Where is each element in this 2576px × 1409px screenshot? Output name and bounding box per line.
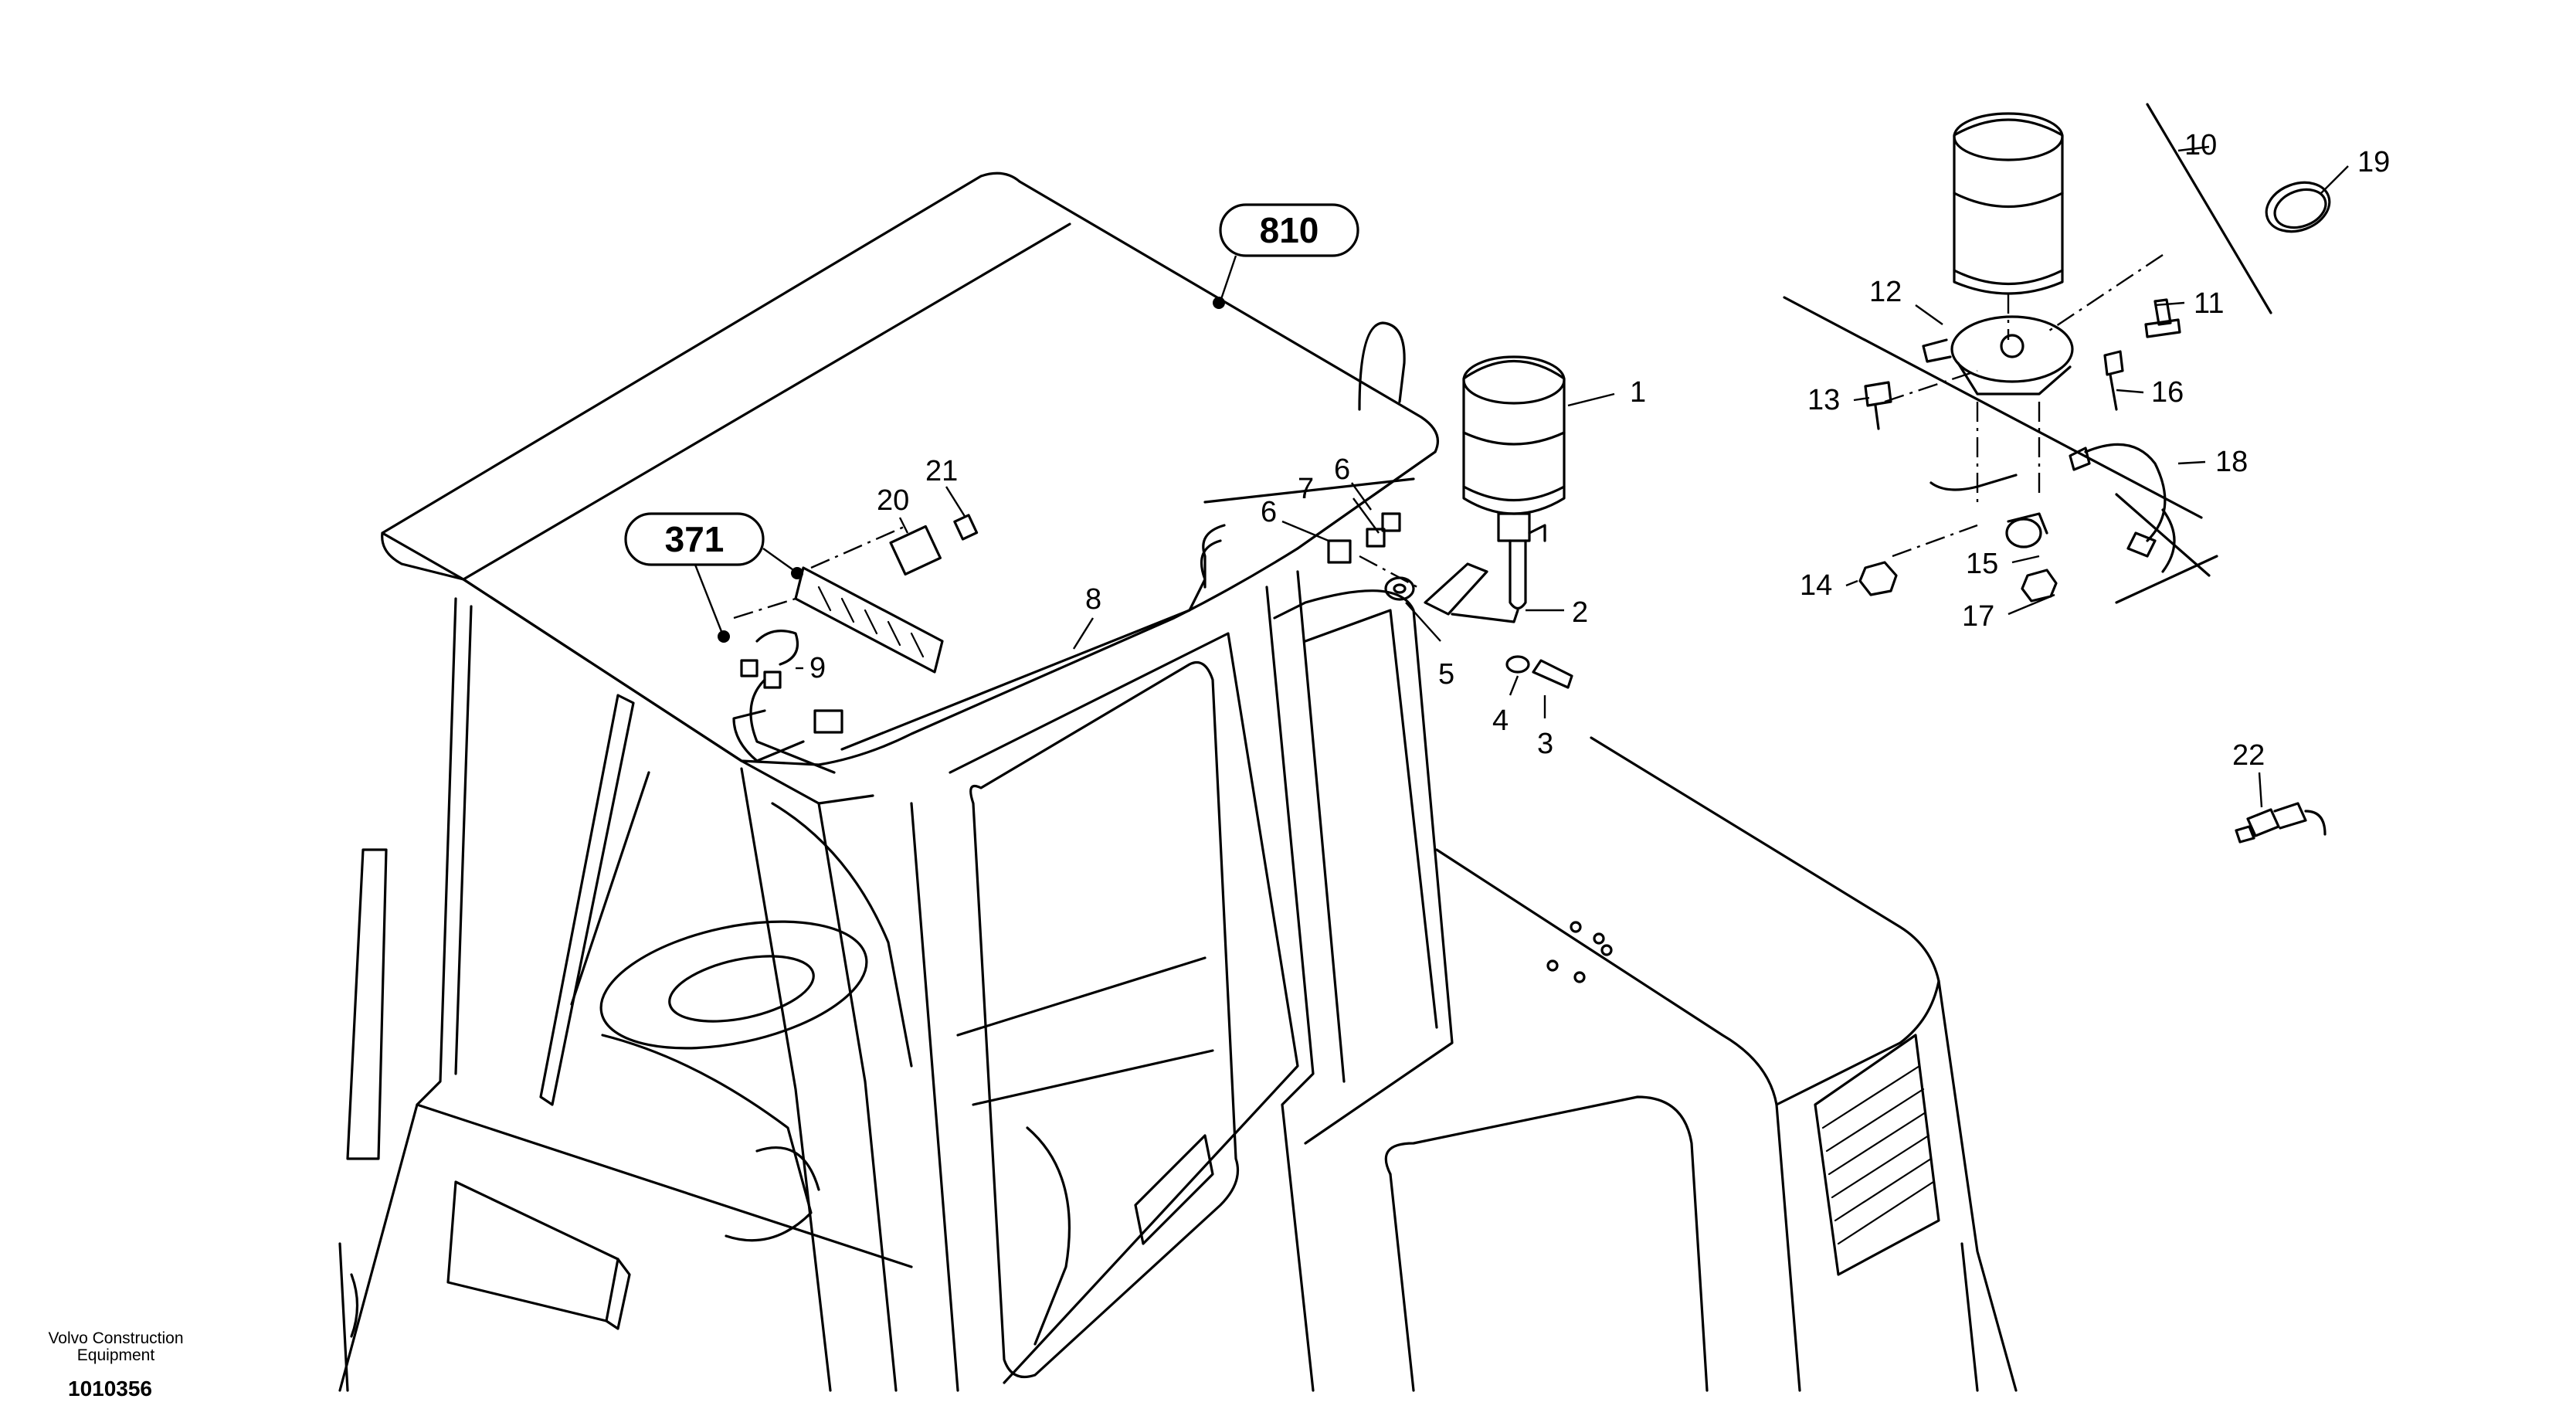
part-number-20: 20	[877, 484, 909, 517]
callout-810: 810	[1213, 203, 1359, 309]
part-number-1: 1	[1630, 376, 1646, 409]
part-number-22: 22	[2232, 739, 2265, 772]
callout-810-label: 810	[1260, 210, 1319, 250]
part-number-14: 14	[1800, 569, 1832, 602]
callout-371-label: 371	[665, 519, 725, 559]
footer-document-number: 1010356	[68, 1377, 153, 1401]
part-number-18: 18	[2215, 446, 2248, 478]
part-number-5: 5	[1438, 658, 1454, 691]
beacon-assembly	[1327, 355, 1573, 689]
cab-roof	[381, 171, 1439, 805]
callout-371: 371	[624, 512, 803, 643]
part-number-7: 7	[1298, 473, 1314, 505]
part-number-19: 19	[2357, 146, 2390, 178]
part-number-3: 3	[1537, 728, 1553, 760]
part-number-12: 12	[1869, 276, 1902, 308]
part-number-4: 4	[1492, 704, 1509, 737]
part-number-13: 13	[1807, 384, 1840, 416]
part-number-8: 8	[1085, 583, 1101, 616]
part-numbers: 1 2 3 4 5 6 6 7 8 9 10 11 12 13 14 15 16…	[809, 129, 2390, 772]
engine-hood	[1384, 736, 2018, 1392]
part-number-17: 17	[1962, 600, 1994, 633]
part-number-11: 11	[2194, 287, 2224, 320]
cab-body	[338, 570, 1454, 1392]
switch-panel	[732, 514, 1226, 762]
leaders	[796, 145, 2349, 808]
part-number-9: 9	[809, 652, 826, 684]
part-number-6b: 6	[1334, 453, 1350, 486]
part-number-6a: 6	[1261, 496, 1277, 528]
part-number-15: 15	[1966, 548, 1998, 580]
part-number-2: 2	[1572, 596, 1588, 629]
beacon-exploded	[1783, 103, 2331, 844]
part-number-21: 21	[925, 455, 958, 487]
footer-company: Volvo Construction Equipment	[48, 1329, 184, 1364]
part-number-10: 10	[2184, 129, 2217, 161]
part-number-16: 16	[2151, 376, 2184, 409]
